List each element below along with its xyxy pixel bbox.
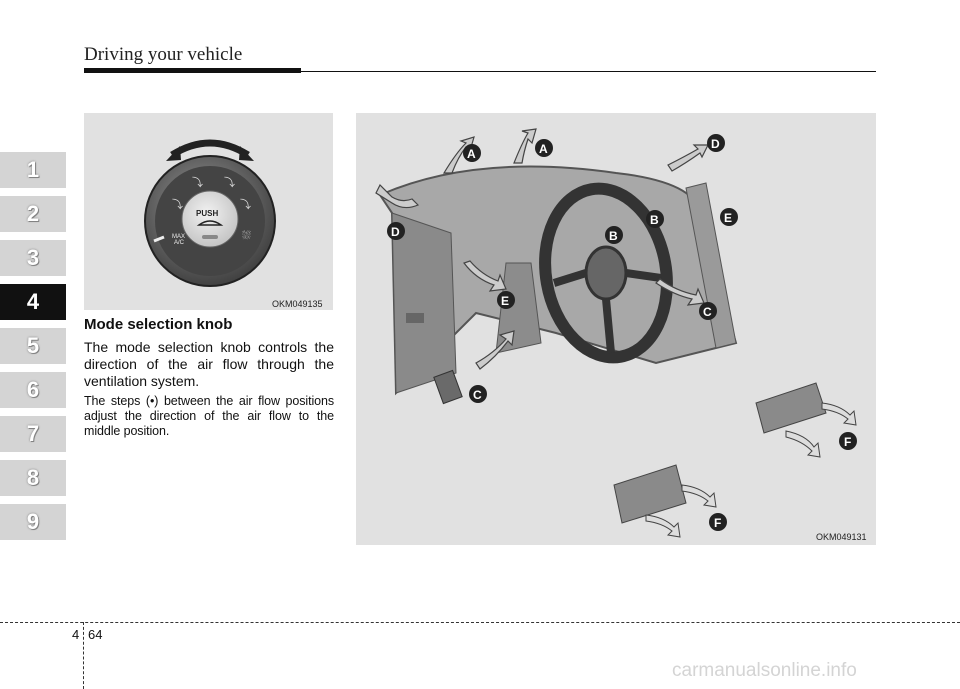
- body-paragraph-note: The steps (•) between the air flow posi­…: [84, 394, 334, 438]
- chapter-tab-7[interactable]: 7: [0, 416, 66, 452]
- label-e: E: [724, 211, 732, 225]
- recirculation-icon: [196, 220, 224, 226]
- page-header-title: Driving your vehicle: [84, 44, 243, 65]
- chapter-tab-1[interactable]: 1: [0, 152, 66, 188]
- mode-knob-figure: ⤵ ⤵ ⤵ ⤵ ⛆ PUSH MAX A/C OKM049135: [84, 113, 333, 310]
- defrost-icon: ⛆: [242, 230, 251, 242]
- svg-text:⤵: ⤵: [240, 198, 251, 211]
- label-f: F: [714, 516, 721, 530]
- label-f: F: [844, 435, 851, 449]
- footer-chapter-number: 4: [72, 627, 80, 642]
- svg-text:⤵: ⤵: [224, 176, 235, 189]
- chapter-tab-5[interactable]: 5: [0, 328, 66, 364]
- chapter-tab-4[interactable]: 4: [0, 284, 66, 320]
- chapter-tab-6[interactable]: 6: [0, 372, 66, 408]
- max-label: MAX: [172, 234, 185, 240]
- label-c: C: [703, 305, 712, 319]
- header-bar: [84, 68, 301, 73]
- chapter-tab-8[interactable]: 8: [0, 460, 66, 496]
- airflow-diagram-figure: A A D D B B E E C C F F OKM049131: [356, 113, 876, 545]
- figure-code: OKM049131: [816, 532, 867, 542]
- body-paragraph: The mode selection knob controls the dir…: [84, 339, 334, 389]
- push-label: PUSH: [196, 209, 218, 218]
- section-heading: Mode selection knob: [84, 316, 233, 333]
- label-a: A: [539, 142, 548, 156]
- label-a: A: [467, 147, 476, 161]
- label-b: B: [609, 229, 618, 243]
- footer-divider: [83, 622, 84, 689]
- rotate-arrow-icon: [170, 139, 250, 158]
- chapter-tabs: 1 2 3 4 5 6 7 8 9: [0, 152, 66, 548]
- vent-icon: ⤵: [172, 198, 183, 211]
- dashboard-illustration: A A D D B B E E C C F F: [375, 128, 857, 538]
- header-rule: [301, 71, 876, 72]
- label-b: B: [650, 213, 659, 227]
- label-d: D: [711, 137, 720, 151]
- ac-label: A/C: [174, 240, 185, 246]
- chapter-tab-3[interactable]: 3: [0, 240, 66, 276]
- figure-code: OKM049135: [272, 299, 323, 309]
- footer-page-number: 64: [88, 627, 103, 642]
- mode-knob-illustration: ⤵ ⤵ ⤵ ⤵ ⛆ PUSH MAX A/C: [144, 139, 276, 287]
- watermark: carmanualsonline.info: [672, 660, 857, 681]
- footer-rule: [0, 622, 960, 623]
- label-e: E: [501, 294, 509, 308]
- label-c: C: [473, 388, 482, 402]
- label-badges: A A D D B B E E C C F F: [387, 134, 857, 531]
- chapter-tab-9[interactable]: 9: [0, 504, 66, 540]
- chapter-tab-2[interactable]: 2: [0, 196, 66, 232]
- svg-text:⤵: ⤵: [192, 176, 203, 189]
- label-d: D: [391, 225, 400, 239]
